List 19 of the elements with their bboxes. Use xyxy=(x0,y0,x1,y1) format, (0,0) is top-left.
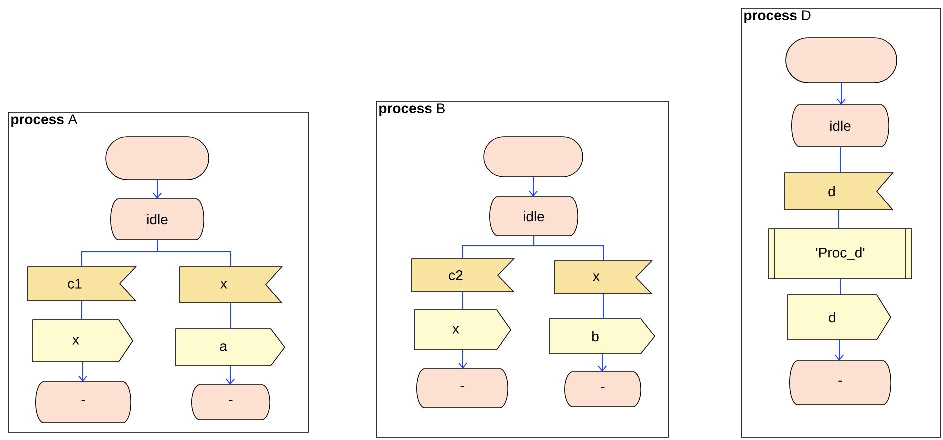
flow-line xyxy=(840,146,841,174)
arrow xyxy=(226,366,235,385)
start-symbol xyxy=(106,136,210,180)
arrow xyxy=(78,362,88,382)
flow-line xyxy=(462,292,464,310)
flow-line xyxy=(157,240,232,268)
arrow xyxy=(529,176,538,197)
start-symbol xyxy=(786,38,898,84)
flow-line xyxy=(603,294,604,320)
flow-line xyxy=(534,236,604,262)
flow-line xyxy=(840,278,841,296)
arrow xyxy=(458,350,468,369)
flow-line xyxy=(838,210,840,230)
arrow xyxy=(598,354,607,372)
arrow xyxy=(835,340,844,361)
arrow xyxy=(837,82,846,105)
start-symbol xyxy=(484,136,584,178)
arrow xyxy=(153,180,162,199)
flow-line xyxy=(230,302,232,330)
